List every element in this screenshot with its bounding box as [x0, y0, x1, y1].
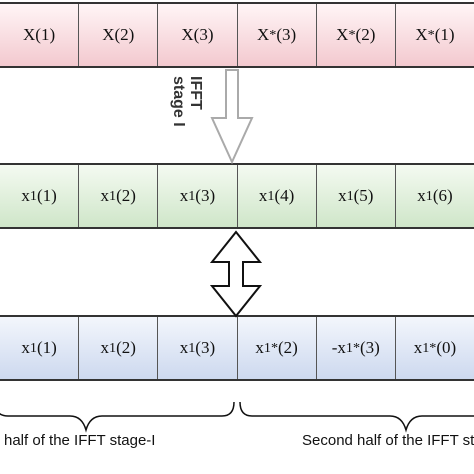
brace-first-half — [0, 401, 235, 433]
input-cell-1: X(1) — [0, 4, 80, 66]
input-row: X(1) X(2) X(3) X*(3) X*(2) X*(1) — [0, 2, 474, 68]
second-half-label: Second half of the IFFT st — [302, 432, 474, 449]
input-cell-2: X(2) — [79, 4, 159, 66]
input-cell-5: X*(2) — [317, 4, 396, 66]
brace-second-half — [239, 401, 474, 433]
double-arrow — [209, 230, 263, 318]
first-half-label: half of the IFFT stage-I — [4, 432, 156, 449]
input-cell-4: X*(3) — [238, 4, 317, 66]
stage-label: IFFT stage I — [170, 76, 204, 127]
input-cell-6: X*(1) — [415, 25, 455, 44]
ifft-down-arrow — [210, 69, 254, 165]
input-cell-3: X(3) — [158, 4, 238, 66]
